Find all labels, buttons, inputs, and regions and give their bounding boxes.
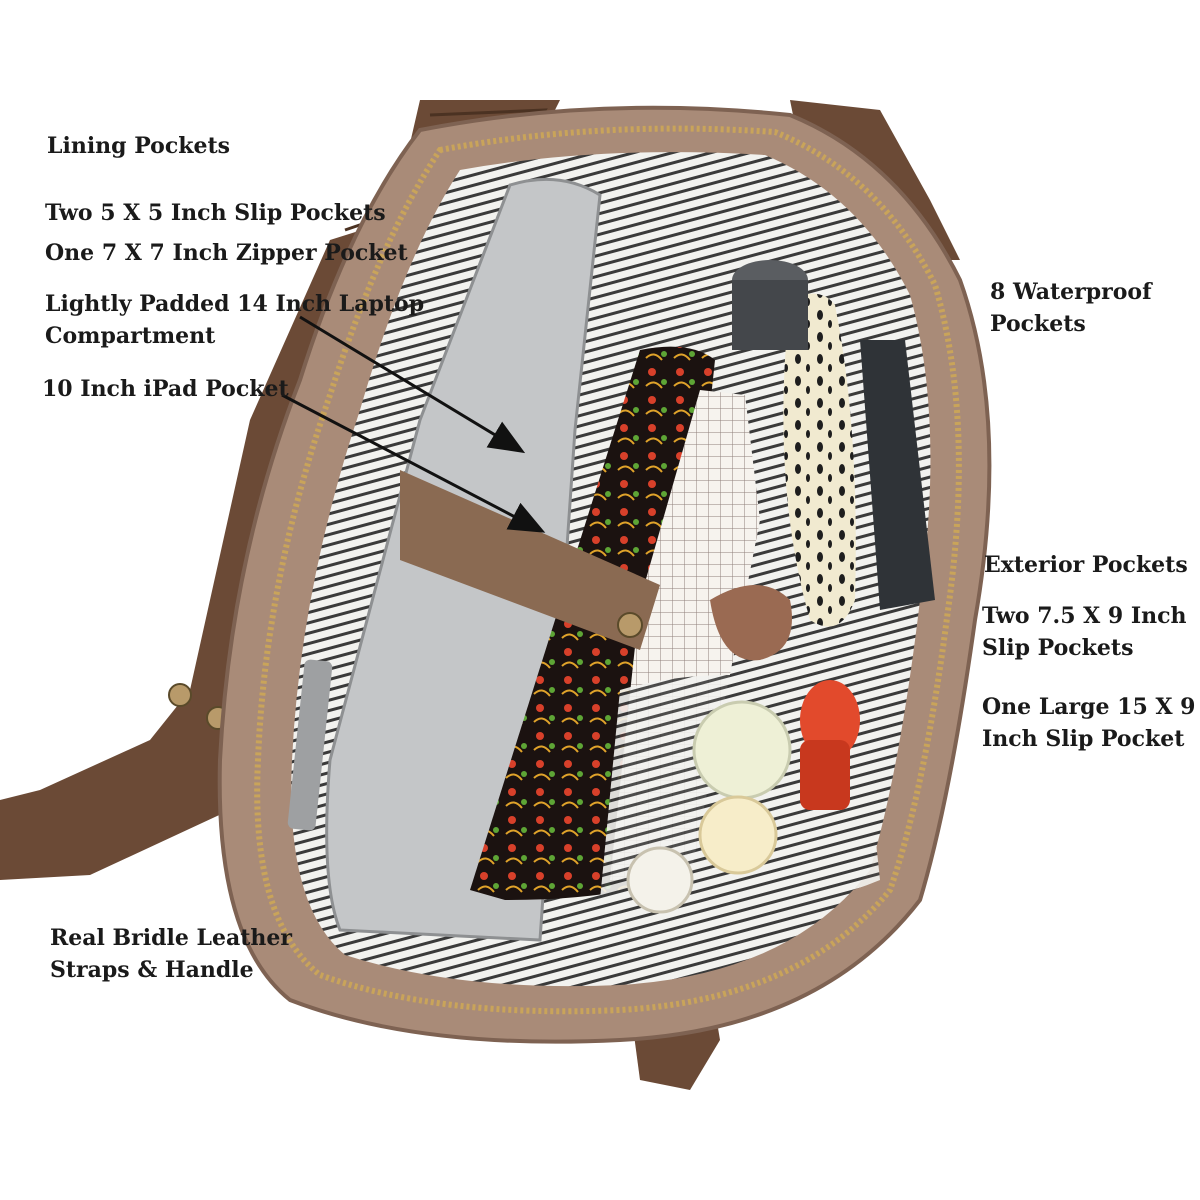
zipper-pocket-7x7-label: One 7 X 7 Inch Zipper Pocket (45, 240, 408, 266)
patterned-pouch (783, 293, 856, 627)
arrow-ipad-pocket (281, 393, 546, 533)
slip-pockets-5x5-label: Two 5 X 5 Inch Slip Pockets (45, 200, 386, 226)
laptop-compartment-label: Lightly Padded 14 Inch Laptop Compartmen… (45, 291, 425, 349)
lining-pockets-heading: Lining Pockets (47, 133, 231, 159)
jar-lid (698, 795, 778, 875)
rivet-icon (617, 612, 643, 638)
exterior-pockets-heading: Exterior Pockets (984, 552, 1188, 578)
slip-pockets-7-5x9-label: Two 7.5 X 9 Inch Slip Pockets (982, 603, 1187, 661)
jar-lid (626, 846, 694, 914)
large-slip-pocket-label: One Large 15 X 9 Inch Slip Pocket (982, 694, 1196, 752)
jar-lid (692, 700, 792, 800)
tin-body (732, 280, 808, 350)
leather-tab (400, 470, 660, 650)
dark-accessory (860, 340, 935, 610)
waterproof-pockets-label: 8 Waterproof Pockets (990, 279, 1152, 337)
brown-pouch (710, 585, 792, 661)
arrow-laptop-compartment (299, 315, 526, 454)
red-bottle (800, 740, 850, 810)
rivet-icon (168, 683, 192, 707)
ipad-pocket-label: 10 Inch iPad Pocket (42, 376, 289, 402)
bridle-leather-label: Real Bridle Leather Straps & Handle (50, 925, 292, 983)
